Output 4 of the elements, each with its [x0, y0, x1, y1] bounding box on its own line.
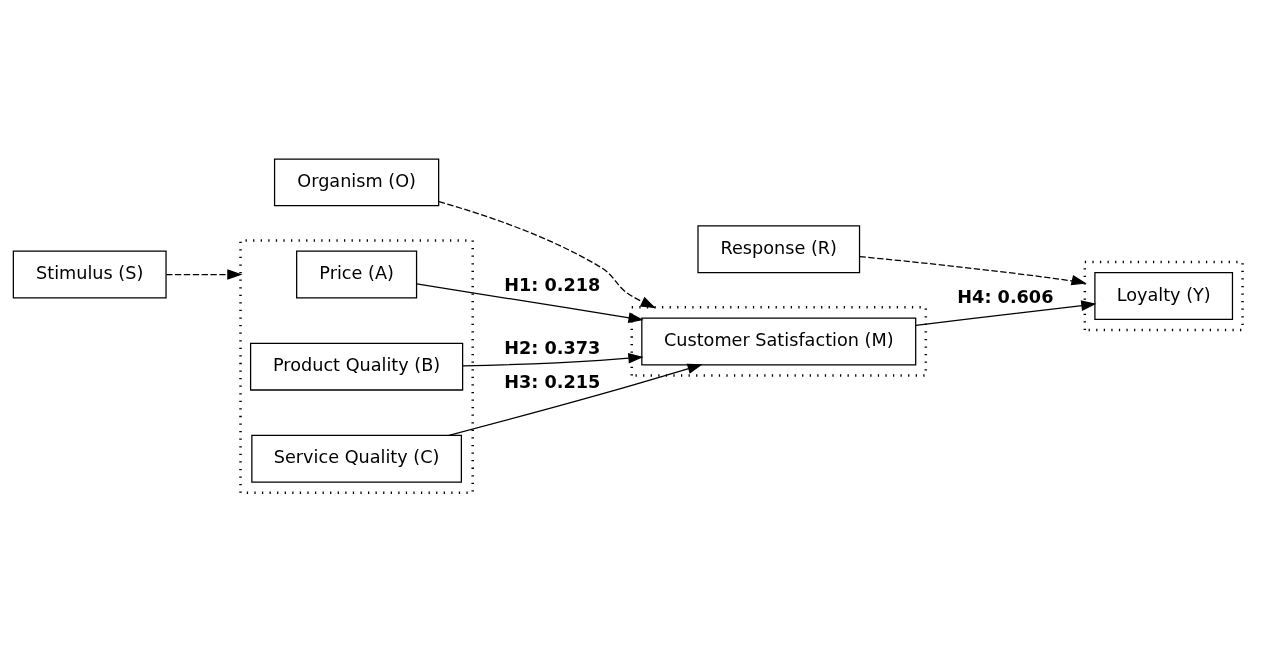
edge-label: H2: 0.373	[504, 337, 601, 358]
edge-label: H3: 0.215	[504, 371, 601, 392]
edge-label: H1: 0.218	[504, 274, 601, 295]
edge-label: H4: 0.606	[957, 286, 1054, 307]
